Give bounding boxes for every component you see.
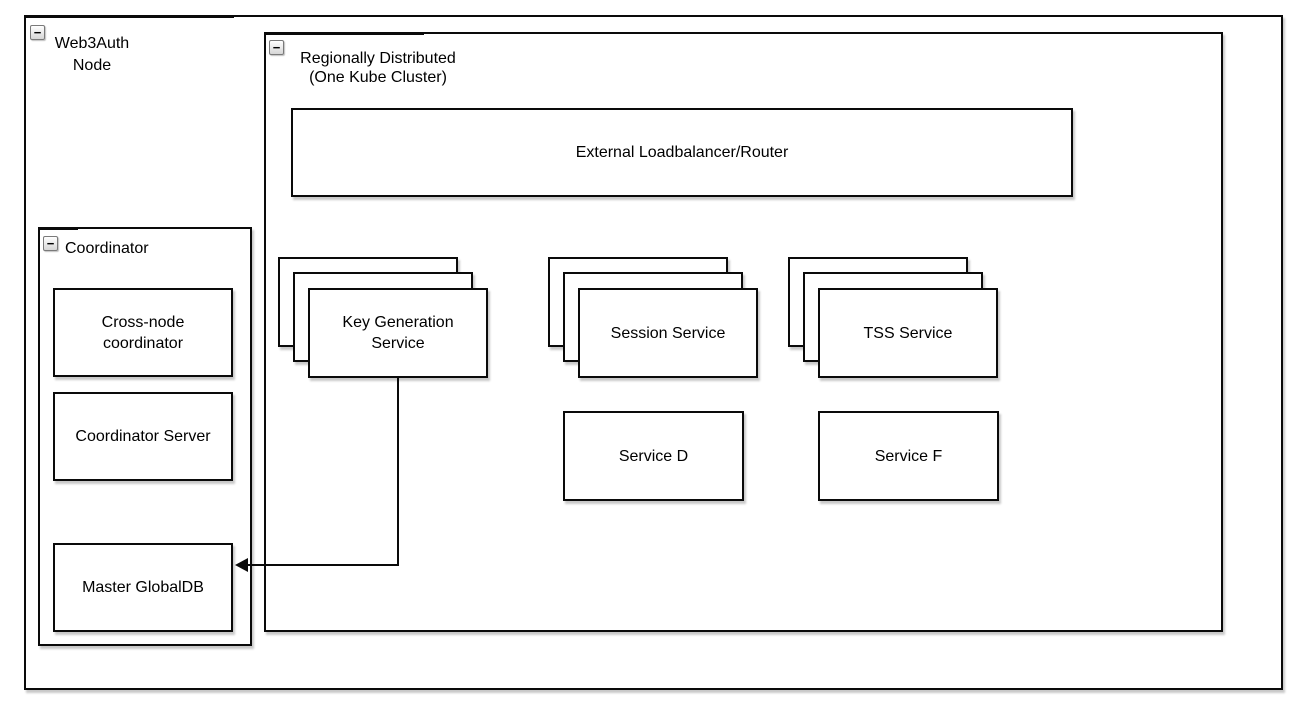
collapse-icon[interactable]: − bbox=[269, 40, 284, 55]
edge-keygen-to-globaldb-vertical bbox=[397, 378, 399, 566]
container-title-edge bbox=[24, 15, 234, 18]
node-label: Cross-node coordinator bbox=[101, 313, 185, 352]
container-label-web3auth-node: Web3Auth Node bbox=[54, 35, 130, 74]
node-label: Session Service bbox=[610, 324, 726, 342]
node-label: Service F bbox=[874, 447, 943, 465]
node-key-generation-service[interactable]: Key Generation Service bbox=[308, 288, 488, 378]
node-label: Master GlobalDB bbox=[82, 579, 204, 596]
node-tss-service[interactable]: TSS Service bbox=[818, 288, 998, 378]
arrowhead-left-icon bbox=[235, 558, 248, 572]
node-label: Service D bbox=[618, 447, 689, 465]
collapse-icon[interactable]: − bbox=[30, 25, 45, 40]
node-external-loadbalancer[interactable]: External Loadbalancer/Router bbox=[291, 108, 1073, 197]
container-title-edge bbox=[264, 32, 424, 35]
container-title-edge bbox=[38, 227, 78, 230]
node-service-f[interactable]: Service F bbox=[818, 411, 999, 501]
node-session-service[interactable]: Session Service bbox=[578, 288, 758, 378]
minus-glyph: − bbox=[33, 25, 42, 40]
node-master-globaldb[interactable]: Master GlobalDB bbox=[53, 543, 233, 632]
minus-glyph: − bbox=[46, 236, 55, 251]
container-label-regionally-distributed: Regionally Distributed (One Kube Cluster… bbox=[300, 50, 456, 86]
node-label: Key Generation Service bbox=[342, 314, 454, 352]
node-cross-node-coordinator[interactable]: Cross-node coordinator bbox=[53, 288, 233, 377]
node-label: External Loadbalancer/Router bbox=[575, 144, 789, 161]
edge-keygen-to-globaldb-horizontal bbox=[248, 564, 399, 566]
node-service-d[interactable]: Service D bbox=[563, 411, 744, 501]
container-label-coordinator: Coordinator bbox=[65, 240, 149, 257]
collapse-icon[interactable]: − bbox=[43, 236, 58, 251]
node-label: TSS Service bbox=[863, 324, 953, 342]
minus-glyph: − bbox=[272, 40, 281, 55]
node-label: Coordinator Server bbox=[75, 428, 211, 445]
node-coordinator-server[interactable]: Coordinator Server bbox=[53, 392, 233, 481]
